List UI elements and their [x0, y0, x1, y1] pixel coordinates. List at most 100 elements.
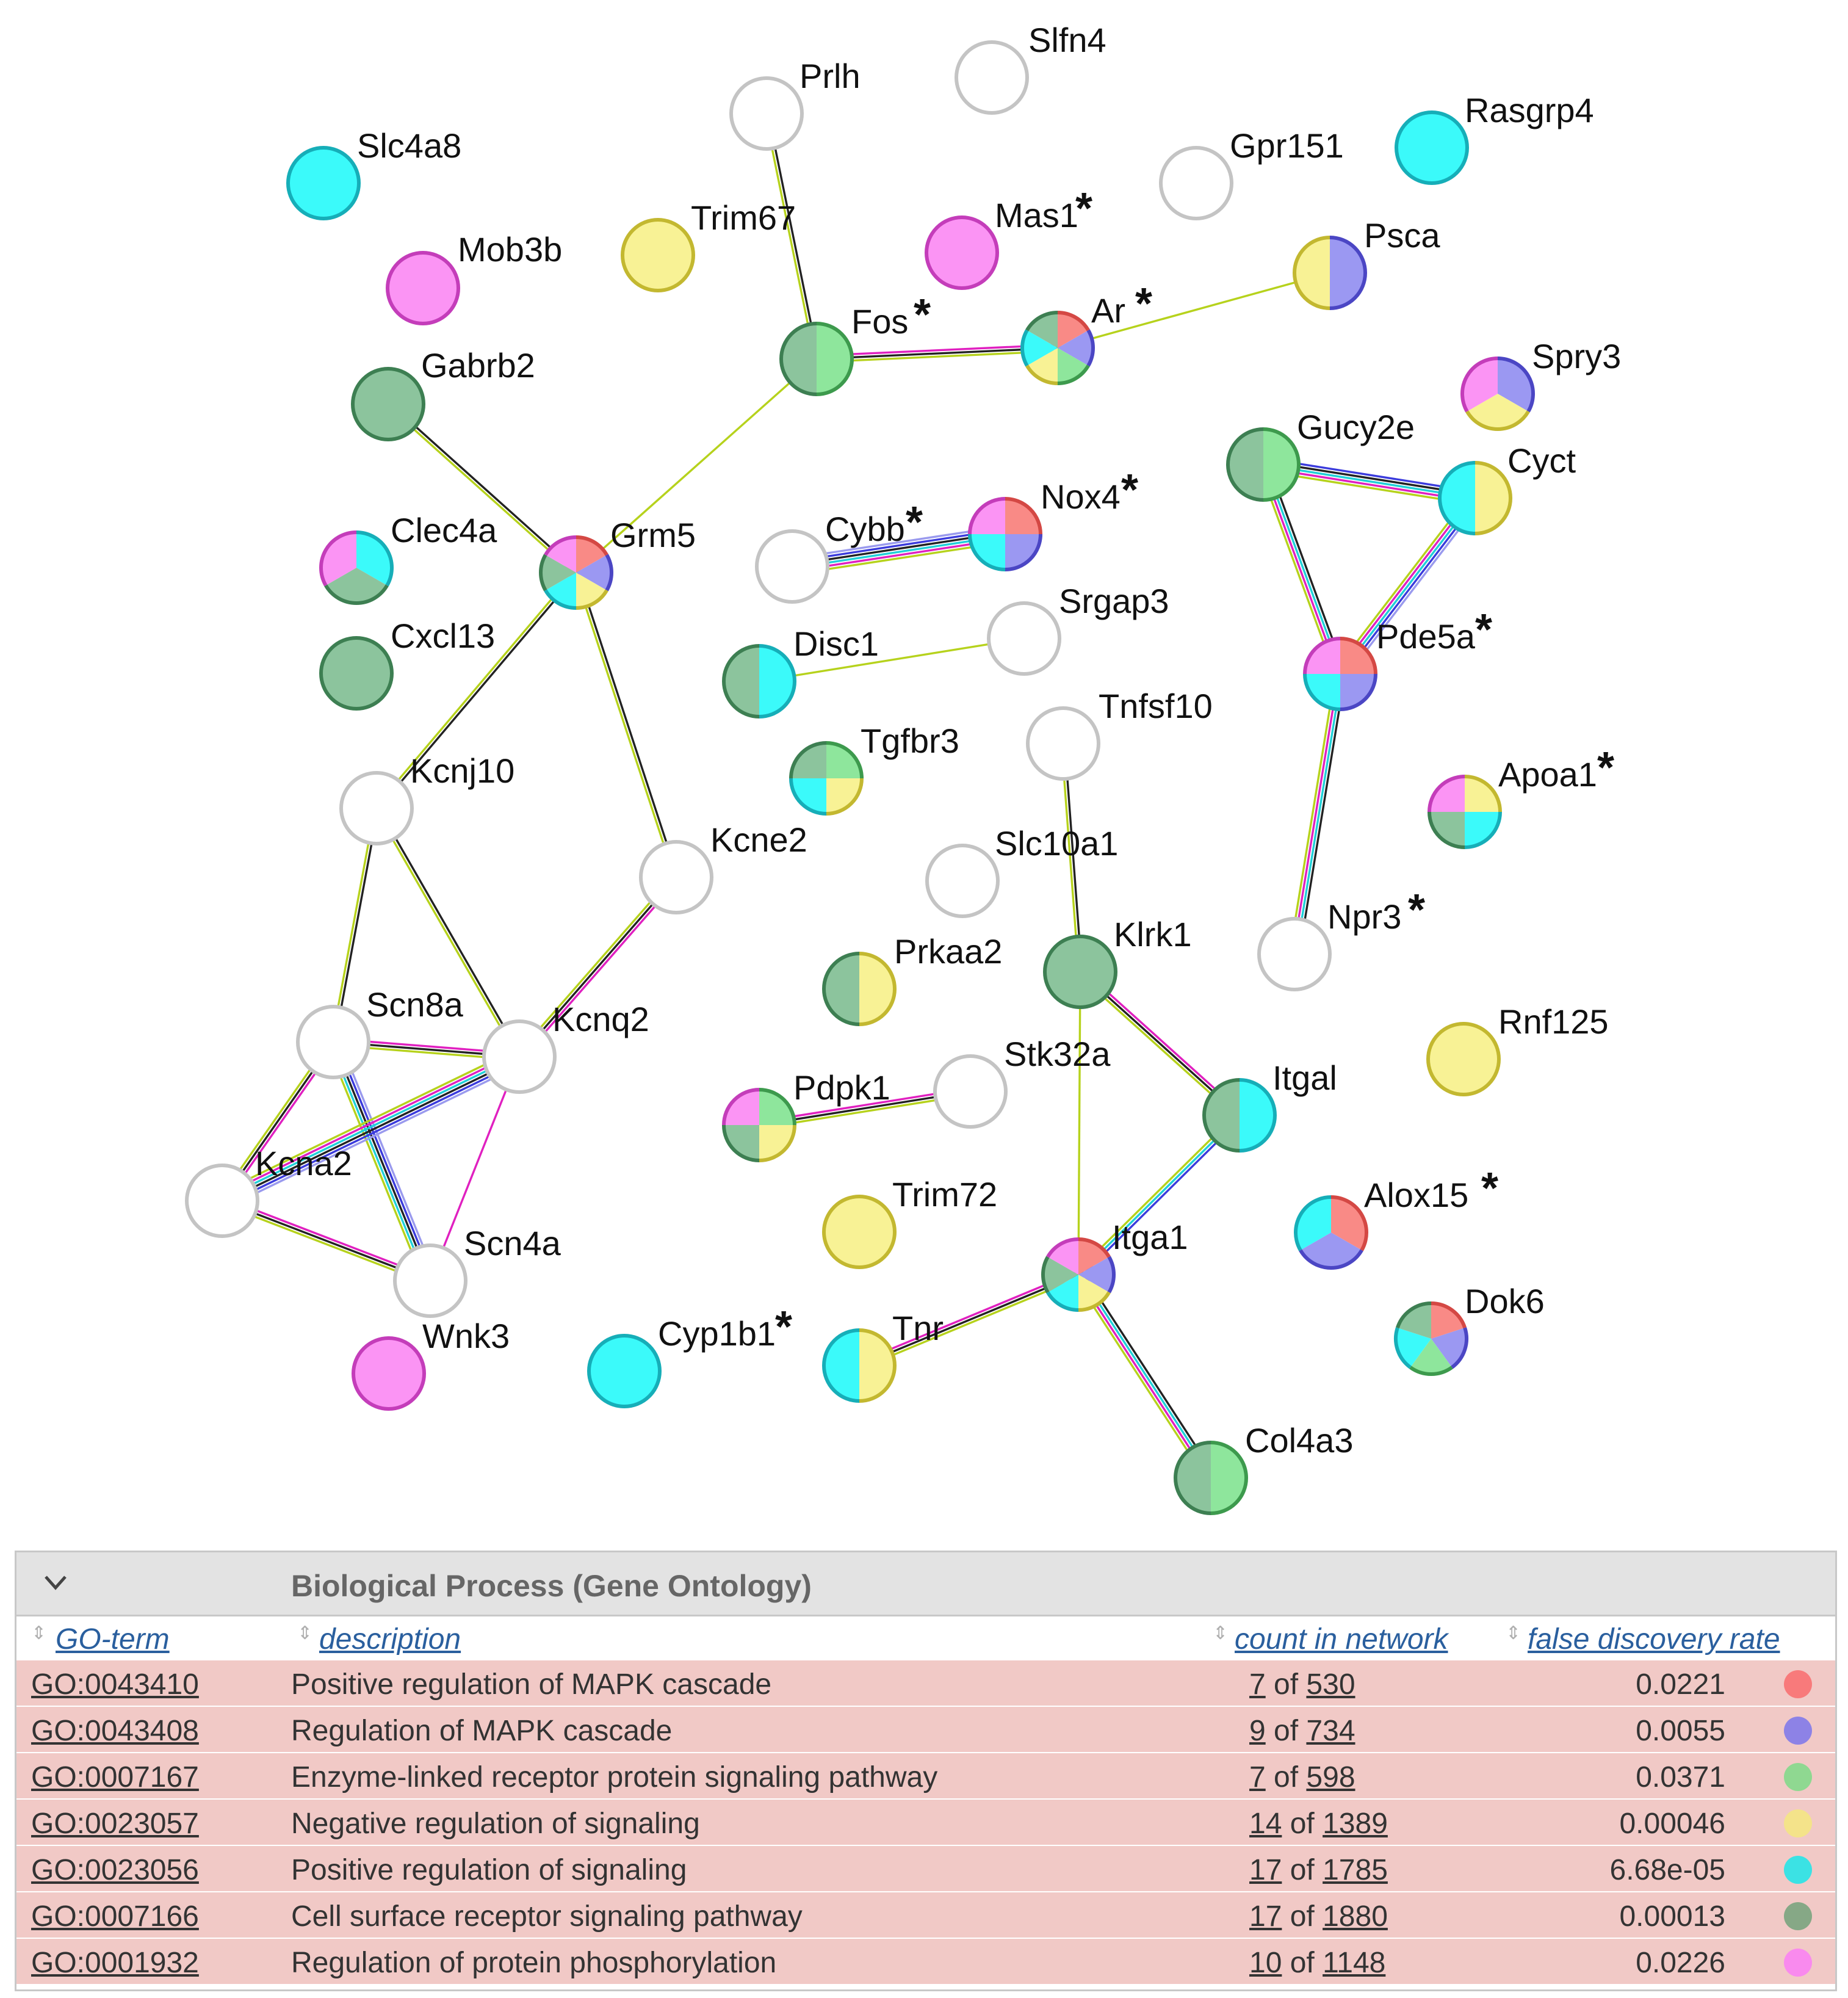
node-klrk1[interactable]: Klrk1 — [1043, 915, 1192, 1009]
col-description[interactable]: description — [319, 1623, 461, 1656]
node-slfn4[interactable]: Slfn4 — [955, 21, 1106, 115]
node-rasgrp4[interactable]: Rasgrp4 — [1395, 91, 1594, 185]
edge-Tnr-Itga1[interactable] — [857, 1270, 1080, 1370]
node-npr3[interactable]: Npr3* — [1257, 886, 1425, 991]
total-link[interactable]: 1148 — [1323, 1947, 1386, 1979]
sort-icon[interactable]: ⇕ — [297, 1623, 313, 1643]
go-term-link[interactable]: GO:0043410 — [31, 1668, 199, 1701]
color-swatch-icon[interactable] — [1784, 1856, 1812, 1884]
node-cyct[interactable]: Cyct — [1438, 441, 1576, 535]
total-link[interactable]: 1880 — [1323, 1900, 1388, 1933]
sort-icon[interactable]: ⇕ — [1213, 1623, 1229, 1643]
go-term-link[interactable]: GO:0001932 — [31, 1947, 199, 1979]
node-tnfsf10[interactable]: Tnfsf10 — [1026, 687, 1213, 781]
color-swatch-icon[interactable] — [1784, 1902, 1812, 1930]
color-swatch-icon[interactable] — [1784, 1763, 1812, 1791]
node-col4a3[interactable]: Col4a3 — [1174, 1421, 1353, 1515]
go-term-link[interactable]: GO:0023057 — [31, 1808, 199, 1840]
total-link[interactable]: 1785 — [1323, 1854, 1388, 1886]
node-slc10a1[interactable]: Slc10a1 — [925, 824, 1118, 918]
node-ar[interactable]: Ar* — [1020, 280, 1152, 385]
node-apoa1[interactable]: Apoa1* — [1428, 744, 1614, 849]
col-go-term[interactable]: GO-term — [56, 1623, 170, 1656]
go-term-link[interactable]: GO:0043408 — [31, 1715, 199, 1747]
node-prkaa2[interactable]: Prkaa2 — [822, 932, 1002, 1026]
node-pdpk1[interactable]: Pdpk1 — [722, 1068, 890, 1162]
node-alox15[interactable]: Alox15* — [1294, 1164, 1498, 1270]
count-link[interactable]: 17 — [1249, 1900, 1282, 1933]
node-slc4a8[interactable]: Slc4a8 — [286, 126, 461, 220]
count-link[interactable]: 7 — [1249, 1668, 1266, 1701]
node-grm5[interactable]: Grm5 — [539, 516, 696, 610]
node-pde5a[interactable]: Pde5a* — [1303, 606, 1492, 711]
panel-header[interactable]: Biological Process (Gene Ontology) — [16, 1552, 1835, 1616]
edge-Klrk1-Itga1[interactable] — [1077, 971, 1081, 1275]
node-trim72[interactable]: Trim72 — [822, 1175, 997, 1269]
node-fos[interactable]: Fos* — [779, 291, 931, 396]
color-swatch-icon[interactable] — [1784, 1670, 1812, 1698]
edge-Itgal-Itga1[interactable] — [1075, 1112, 1243, 1278]
edge-Itga1-Col4a3[interactable] — [1074, 1271, 1216, 1482]
sort-icon[interactable]: ⇕ — [1506, 1623, 1521, 1643]
node-tgfbr3[interactable]: Tgfbr3 — [789, 722, 959, 816]
node-spry3[interactable]: Spry3 — [1460, 337, 1621, 431]
node-stk32a[interactable]: Stk32a — [933, 1035, 1111, 1129]
edge-Kcnq2-Scn4a[interactable] — [429, 1056, 521, 1281]
node-scn8a[interactable]: Scn8a — [296, 985, 464, 1079]
edge-Gabrb2-Grm5[interactable] — [386, 402, 578, 575]
edge-Kcne2-Kcnq2[interactable] — [516, 874, 680, 1060]
node-kcne2[interactable]: Kcne2 — [639, 820, 807, 914]
go-term-link[interactable]: GO:0023056 — [31, 1854, 199, 1886]
node-wnk3[interactable]: Wnk3 — [352, 1317, 510, 1411]
node-kcnq2[interactable]: Kcnq2 — [482, 1000, 649, 1094]
edge-Grm5-Kcne2[interactable] — [573, 571, 679, 878]
color-swatch-icon[interactable] — [1784, 1809, 1812, 1837]
total-link[interactable]: 1389 — [1323, 1808, 1388, 1840]
node-kcnj10[interactable]: Kcnj10 — [339, 751, 514, 845]
count-link[interactable]: 7 — [1249, 1761, 1266, 1793]
go-term-link[interactable]: GO:0007167 — [31, 1761, 199, 1793]
node-scn4a[interactable]: Scn4a — [393, 1224, 561, 1318]
node-nox4[interactable]: Nox4* — [968, 466, 1138, 571]
edge-Disc1-Srgap3[interactable] — [759, 637, 1025, 682]
node-disc1[interactable]: Disc1 — [722, 624, 879, 718]
node-itga1[interactable]: Itga1 — [1041, 1218, 1188, 1312]
count-link[interactable]: 9 — [1249, 1715, 1266, 1747]
node-gabrb2[interactable]: Gabrb2 — [351, 346, 535, 441]
edge-Kcnq2-Kcna2[interactable] — [218, 1048, 524, 1209]
edge-Scn8a-Scn4a[interactable] — [326, 1039, 438, 1284]
edge-Kcnj10-Kcnq2[interactable] — [374, 806, 522, 1059]
node-dok6[interactable]: Dok6 — [1394, 1282, 1545, 1376]
count-link[interactable]: 14 — [1249, 1808, 1282, 1840]
node-mob3b[interactable]: Mob3b — [386, 230, 562, 325]
node-gucy2e[interactable]: Gucy2e — [1226, 408, 1415, 502]
col-fdr[interactable]: false discovery rate — [1528, 1623, 1780, 1656]
color-swatch-icon[interactable] — [1784, 1949, 1812, 1977]
node-mas1[interactable]: Mas1* — [925, 184, 1092, 290]
node-rnf125[interactable]: Rnf125 — [1426, 1002, 1609, 1096]
node-cybb[interactable]: Cybb* — [755, 498, 923, 604]
col-count[interactable]: count in network — [1235, 1623, 1448, 1656]
edge-Kcnj10-Scn8a[interactable] — [330, 808, 380, 1043]
edge-Fos-Grm5[interactable] — [575, 358, 818, 574]
edge-Pde5a-Npr3[interactable] — [1288, 673, 1346, 955]
count-link[interactable]: 10 — [1249, 1947, 1282, 1979]
node-gpr151[interactable]: Gpr151 — [1159, 126, 1344, 220]
sort-icon[interactable]: ⇕ — [31, 1623, 47, 1643]
node-clec4a[interactable]: Clec4a — [319, 511, 497, 605]
node-srgap3[interactable]: Srgap3 — [987, 582, 1169, 676]
node-tnr[interactable]: Tnr — [822, 1309, 944, 1403]
node-trim67[interactable]: Trim67 — [621, 198, 796, 292]
total-link[interactable]: 598 — [1306, 1761, 1355, 1793]
color-swatch-icon[interactable] — [1784, 1717, 1812, 1745]
node-itgal[interactable]: Itgal — [1202, 1059, 1337, 1153]
node-kcna2[interactable]: Kcna2 — [185, 1144, 352, 1238]
node-cxcl13[interactable]: Cxcl13 — [319, 617, 495, 711]
total-link[interactable]: 530 — [1306, 1668, 1355, 1701]
edge-Grm5-Kcnj10[interactable] — [374, 571, 579, 810]
